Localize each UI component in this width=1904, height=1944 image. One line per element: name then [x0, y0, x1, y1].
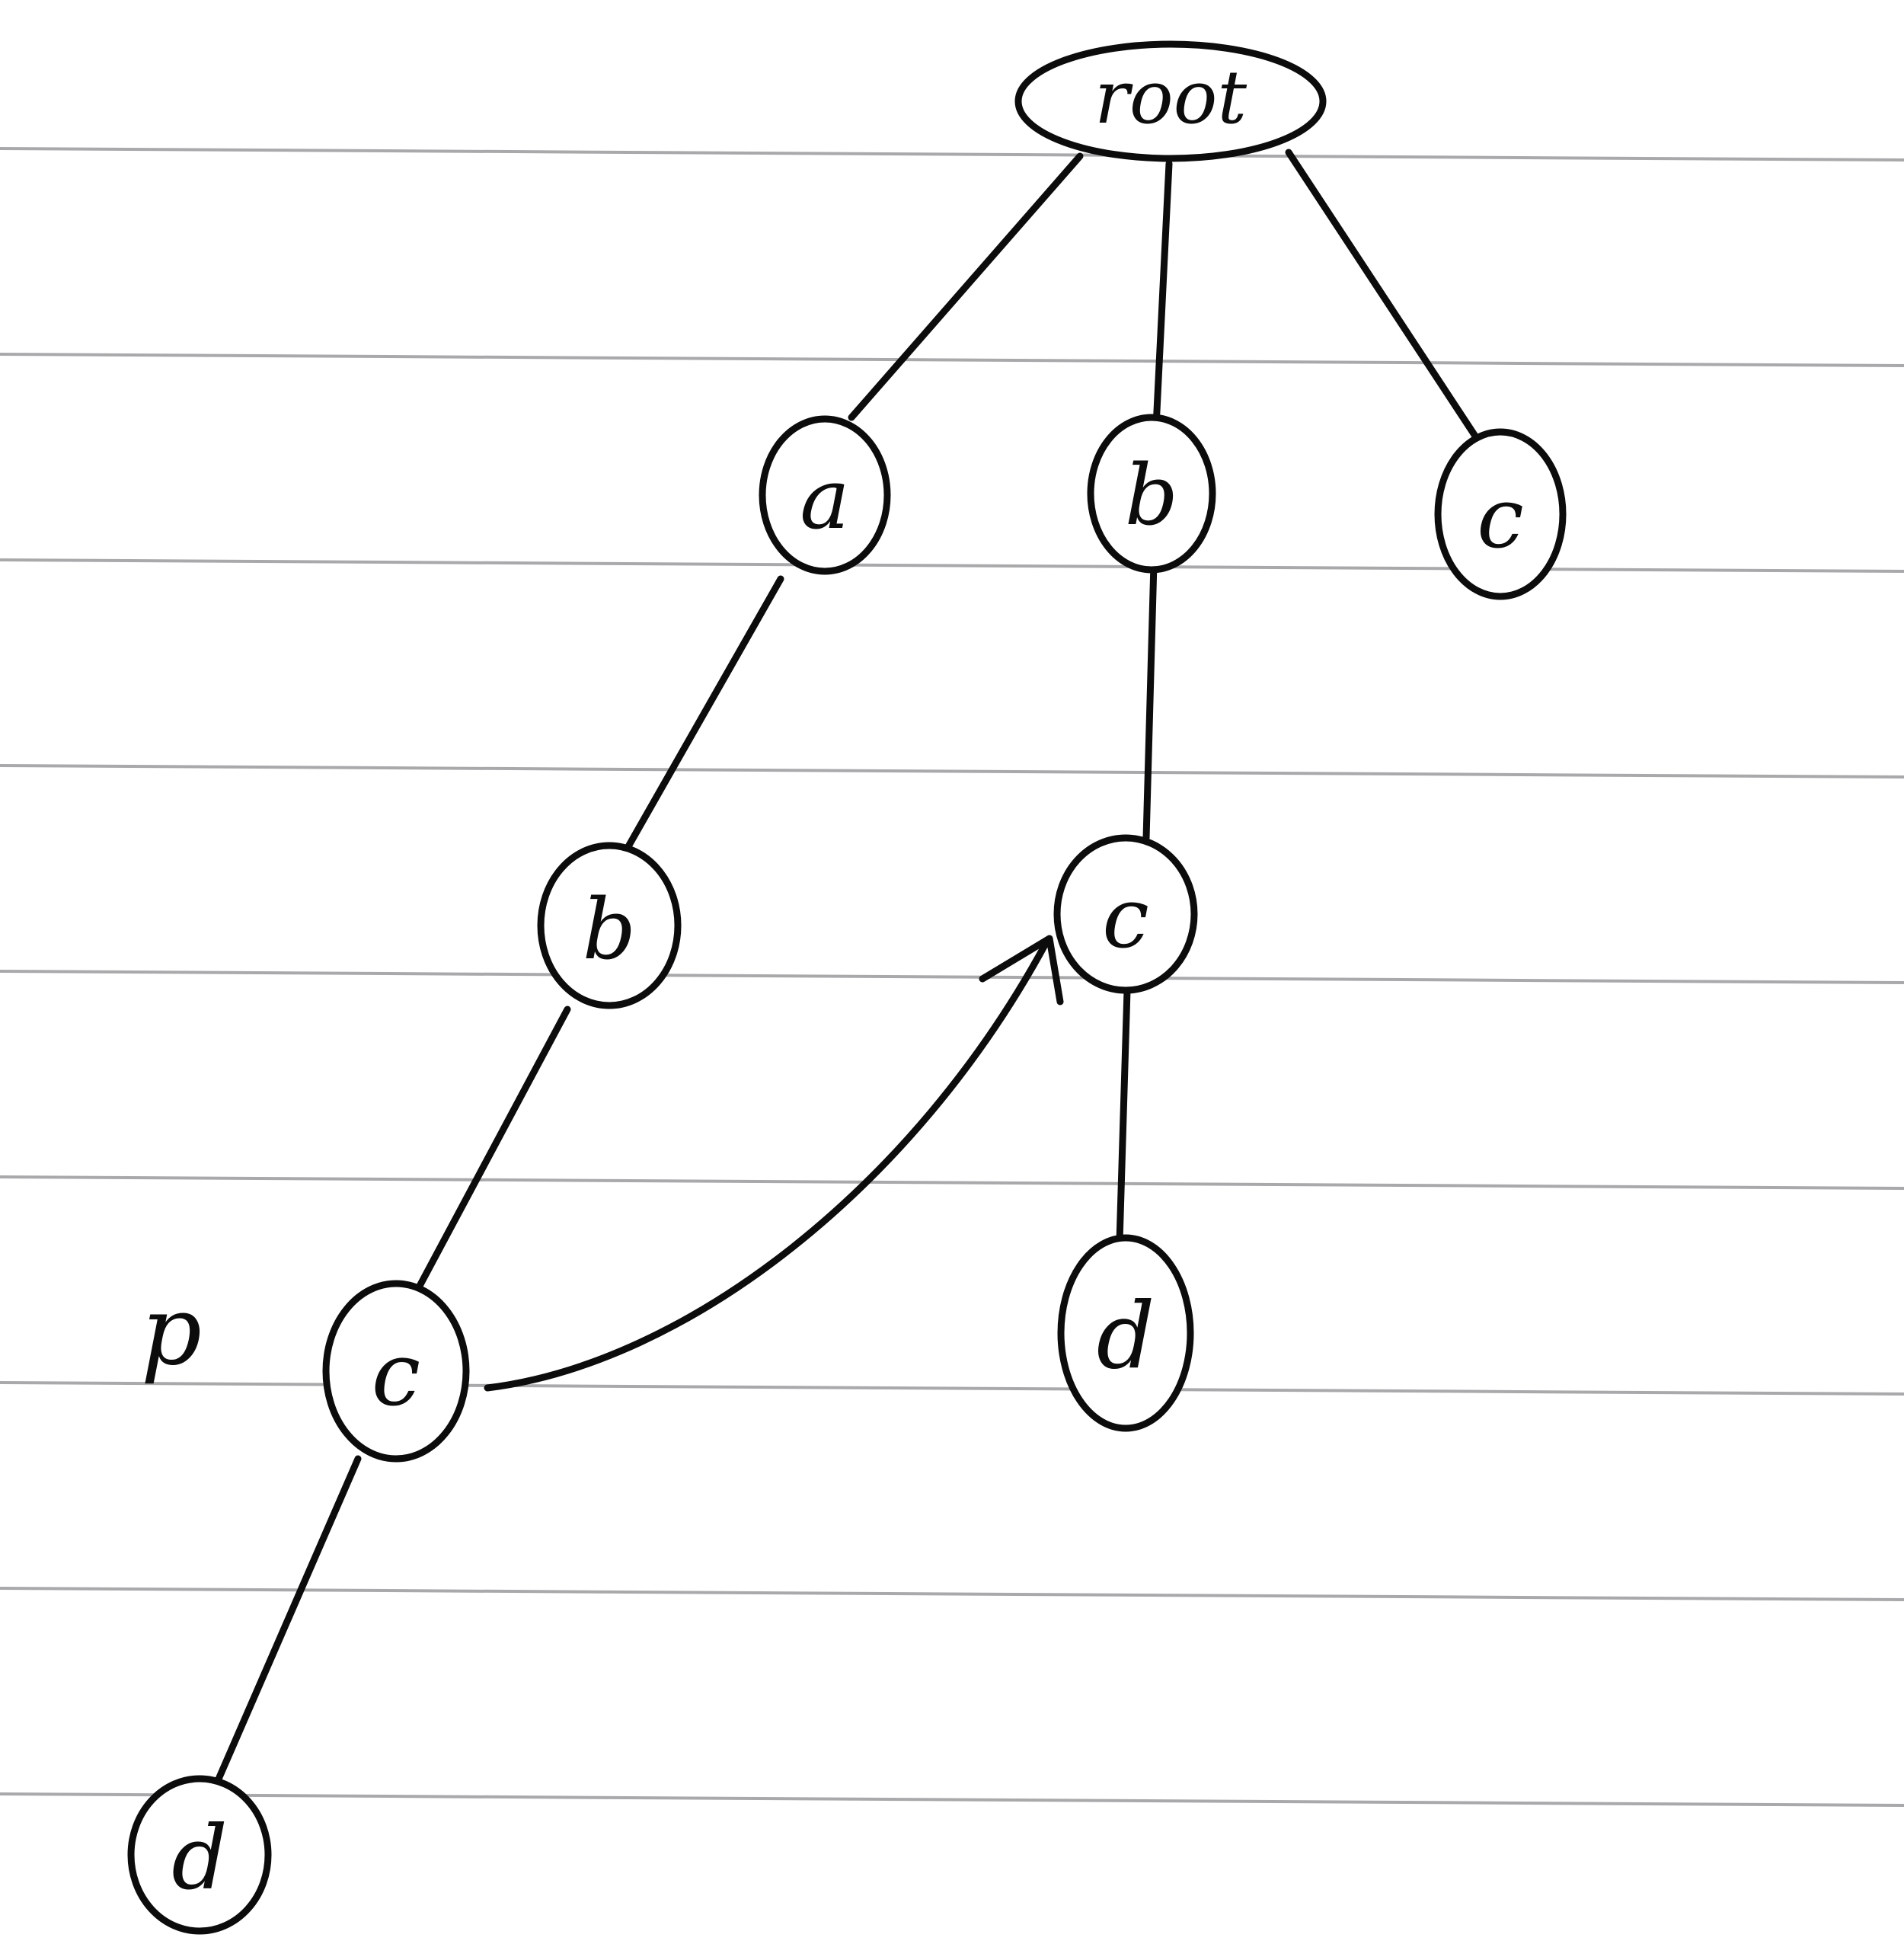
node-root-label: root — [1094, 55, 1247, 140]
node-abcd-label: d — [171, 1808, 228, 1910]
fail-pointer-curve — [484, 937, 1051, 1392]
ruled-line — [0, 1175, 1904, 1190]
arrow-head — [979, 935, 1064, 1006]
node-ab-shape — [537, 842, 682, 1009]
pointer-label: p — [141, 1276, 202, 1386]
ruled-line — [0, 558, 1904, 573]
edge-b-bc — [1142, 560, 1158, 842]
node-bcd-shape — [1057, 1234, 1194, 1432]
edge-abc-abcd — [213, 1455, 362, 1786]
node-b: b — [1087, 414, 1216, 574]
ruled-line — [0, 1381, 1904, 1396]
node-bcd-label: d — [1097, 1284, 1155, 1390]
node-c: c — [1434, 428, 1567, 600]
node-c-label: c — [1477, 469, 1524, 567]
node-abcd-shape — [127, 1775, 272, 1935]
node-a-shape — [759, 415, 891, 575]
node-a: a — [759, 415, 891, 575]
node-c-shape — [1434, 428, 1567, 600]
node-abcd: d — [127, 1775, 272, 1935]
node-ab-label: b — [583, 881, 636, 978]
ruled-line — [0, 147, 1904, 161]
edge-ab-abc — [415, 1006, 571, 1291]
node-abc-label: c — [372, 1324, 420, 1426]
ruled-line — [0, 970, 1904, 984]
node-a-label: a — [800, 450, 850, 548]
edge-root-c — [1285, 149, 1483, 446]
ruled-lines — [0, 147, 1904, 1807]
node-b-label: b — [1125, 446, 1178, 544]
node-abc: c — [322, 1280, 470, 1463]
edge-bc-bcd — [1116, 986, 1131, 1245]
ruled-line — [0, 1792, 1904, 1807]
nodes: root a b c b c c d — [127, 40, 1567, 1935]
ruled-line — [0, 764, 1904, 779]
node-bc: c — [1053, 834, 1198, 994]
edge-a-b — [621, 575, 784, 857]
node-bc-label: c — [1102, 869, 1149, 967]
node-root: root — [1014, 40, 1327, 162]
fail-pointer-arrow — [484, 935, 1064, 1392]
edge-root-b — [1152, 160, 1173, 430]
node-bc-shape — [1053, 834, 1198, 994]
node-root-shape — [1014, 40, 1327, 162]
ruled-line — [0, 1587, 1904, 1601]
node-abc-shape — [322, 1280, 470, 1463]
ruled-line — [0, 353, 1904, 367]
node-b-shape — [1087, 414, 1216, 574]
node-bcd: d — [1057, 1234, 1194, 1432]
edges — [213, 149, 1483, 1786]
edge-root-a — [848, 152, 1084, 421]
node-ab: b — [537, 842, 682, 1009]
